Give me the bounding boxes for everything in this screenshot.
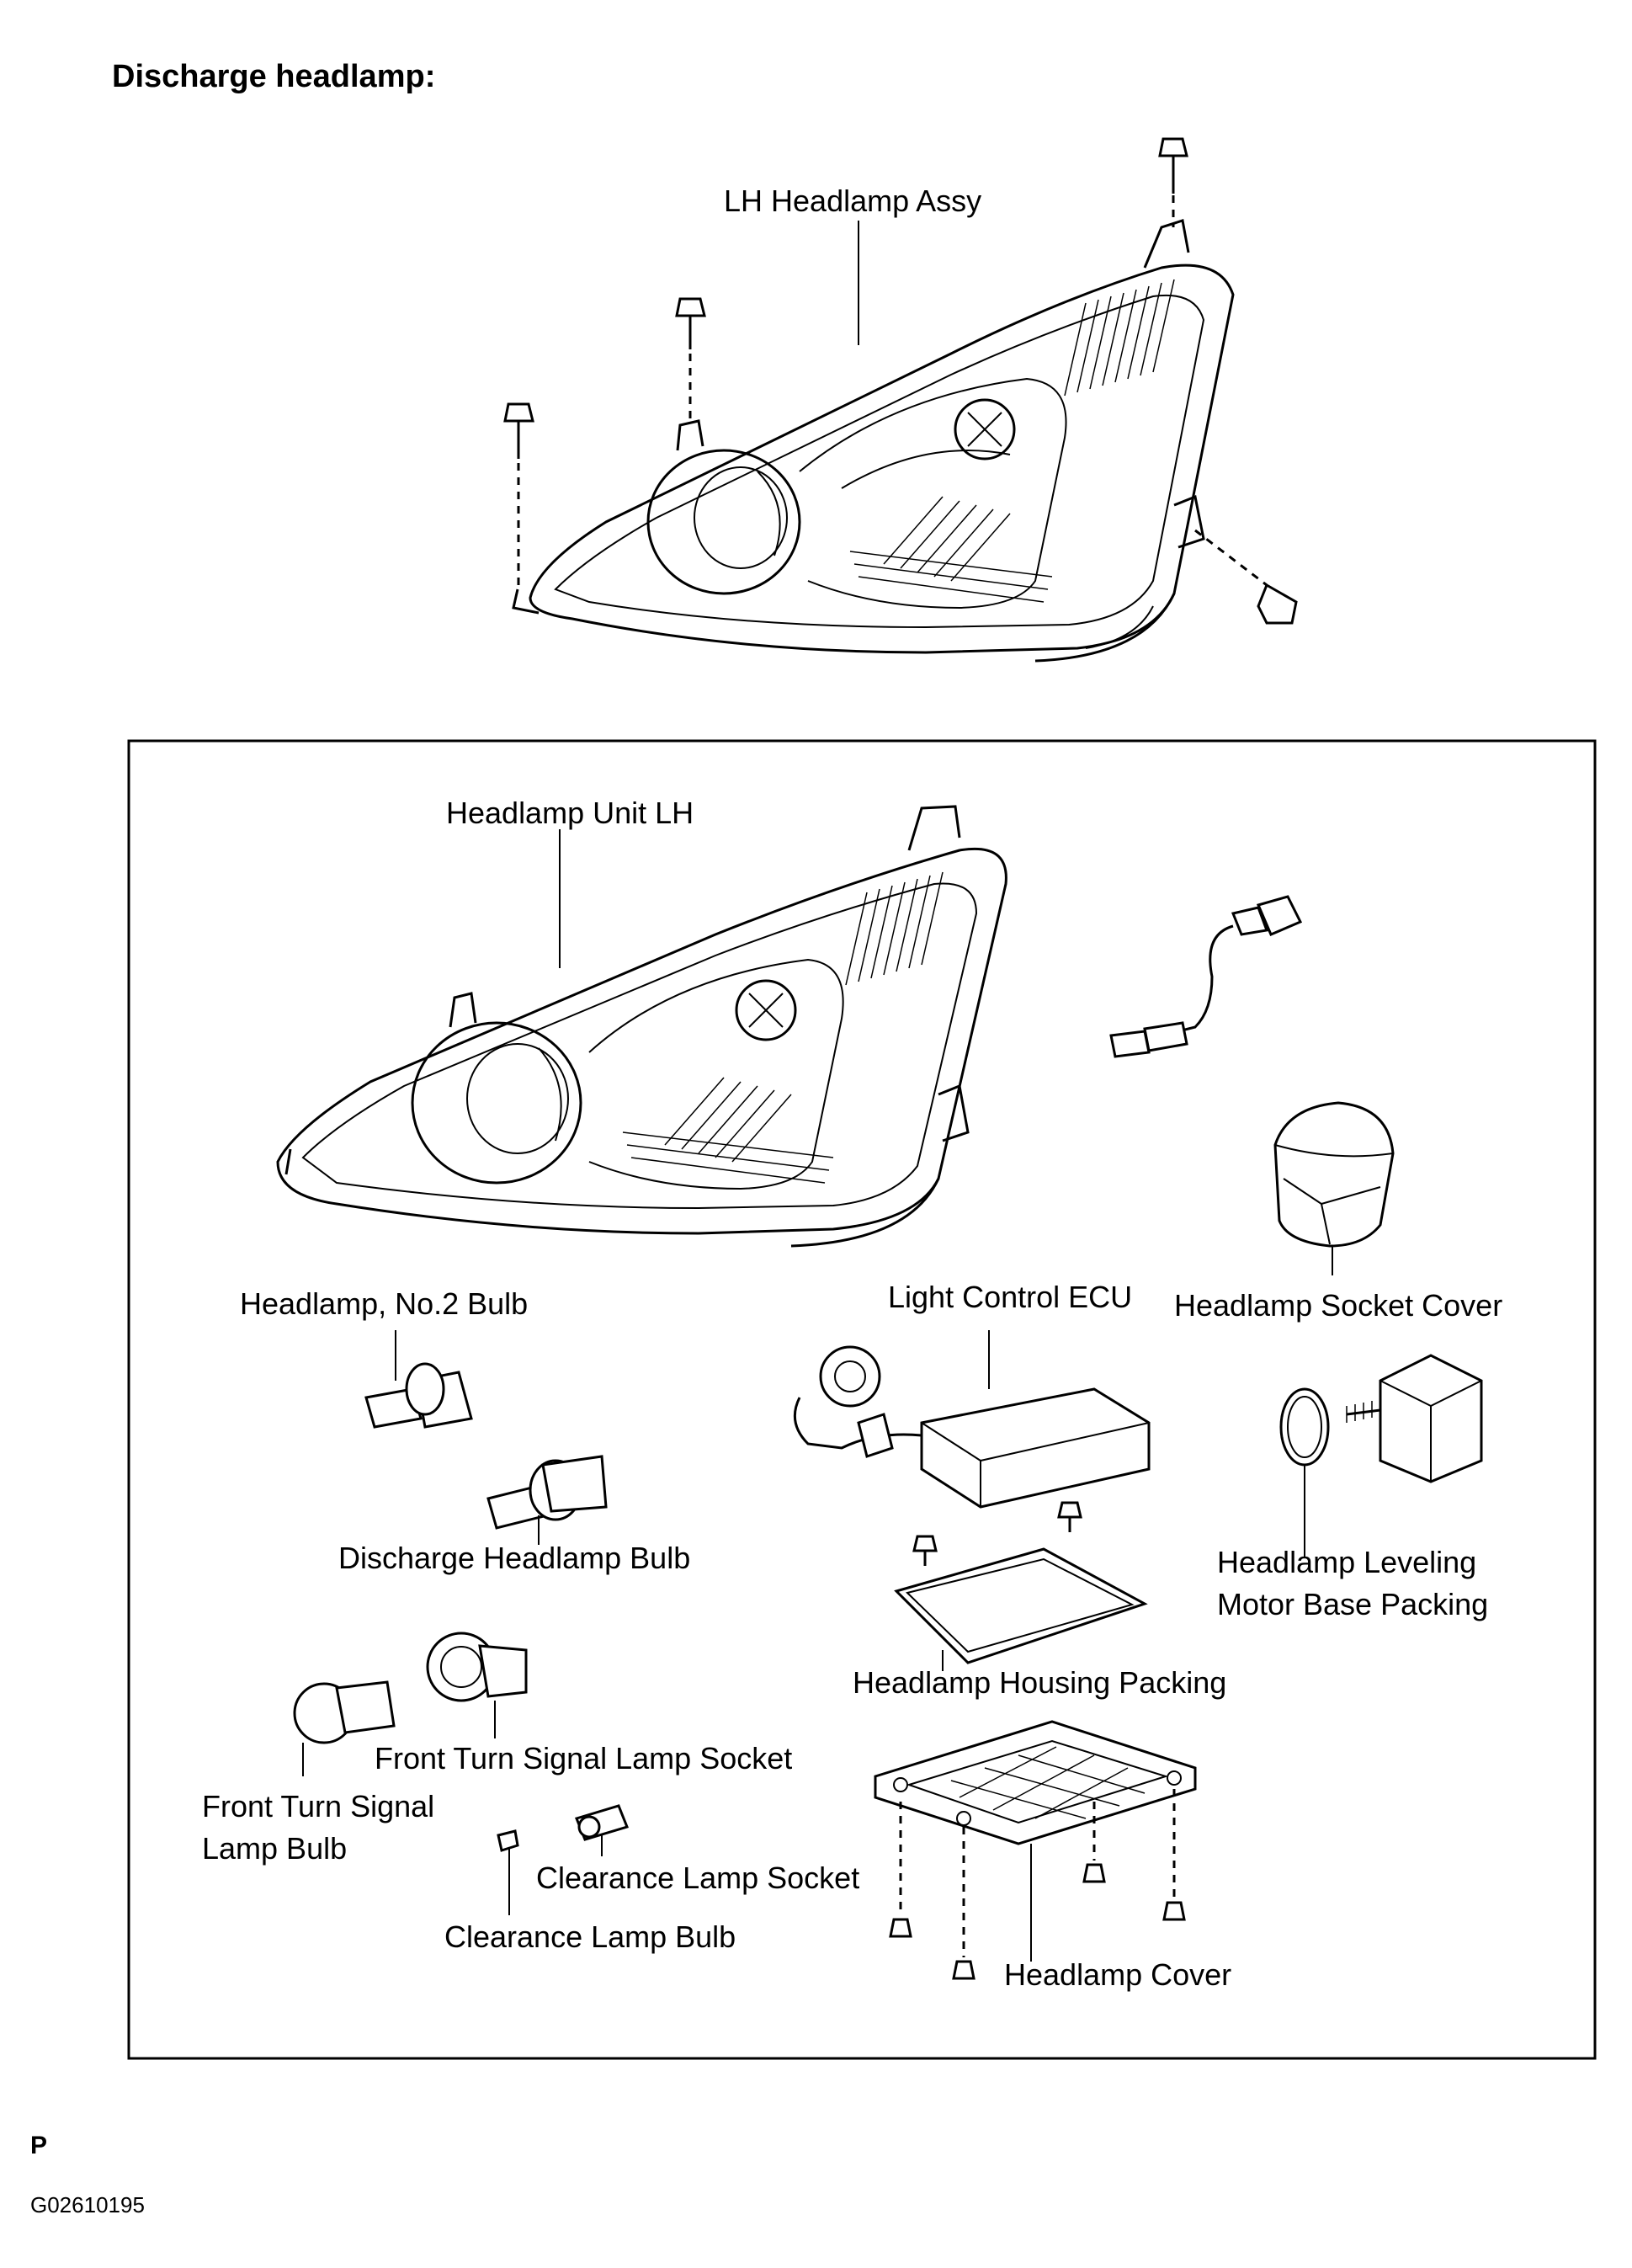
label-front-turn-signal-bulb-line2: Lamp Bulb (202, 1831, 348, 1866)
headlamp-unit-lh-drawing (276, 805, 1007, 1248)
label-front-turn-signal-lamp-socket: Front Turn Signal Lamp Socket (375, 1741, 793, 1776)
figure-code: G02610195 (30, 2192, 145, 2217)
label-headlamp-housing-packing: Headlamp Housing Packing (853, 1665, 1227, 1700)
label-headlamp-no2-bulb: Headlamp, No.2 Bulb (240, 1286, 529, 1321)
discharge-headlamp-bulb-drawing (486, 1455, 608, 1545)
page-mark: P (30, 2132, 48, 2159)
label-discharge-headlamp-bulb: Discharge Headlamp Bulb (338, 1541, 691, 1575)
front-turn-signal-socket-drawing (426, 1632, 528, 1738)
front-turn-signal-bulb-drawing (293, 1680, 396, 1776)
label-headlamp-unit-lh: Headlamp Unit LH (446, 796, 694, 830)
headlamp-no2-bulb-drawing (364, 1330, 473, 1429)
label-front-turn-signal-bulb-line1: Front Turn Signal (202, 1789, 435, 1823)
clearance-lamp-parts-drawing (497, 1804, 630, 1915)
leveling-motor-drawing (1279, 1354, 1483, 1557)
headlamp-socket-cover-drawing (1273, 1101, 1395, 1275)
label-lh-headlamp-assy: LH Headlamp Assy (724, 184, 982, 218)
label-light-control-ecu: Light Control ECU (888, 1280, 1133, 1314)
headlamp-housing-packing-drawing (894, 1547, 1148, 1671)
headlamp-cover-drawing (874, 1720, 1197, 1980)
label-clearance-lamp-socket: Clearance Lamp Socket (536, 1861, 860, 1895)
light-control-ecu-drawing (793, 1330, 1151, 1566)
parts-frame (127, 739, 1597, 2060)
label-clearance-lamp-bulb: Clearance Lamp Bulb (444, 1919, 736, 1954)
label-headlamp-cover: Headlamp Cover (1004, 1957, 1232, 1992)
wire-harness-drawing (1109, 895, 1303, 1058)
label-headlamp-socket-cover: Headlamp Socket Cover (1174, 1288, 1503, 1323)
diagram-title: Discharge headlamp: (112, 59, 436, 94)
label-headlamp-leveling-line1: Headlamp Leveling (1217, 1545, 1477, 1579)
label-headlamp-leveling-line2: Motor Base Packing (1217, 1587, 1489, 1621)
lh-headlamp-assy-drawing (503, 137, 1298, 663)
